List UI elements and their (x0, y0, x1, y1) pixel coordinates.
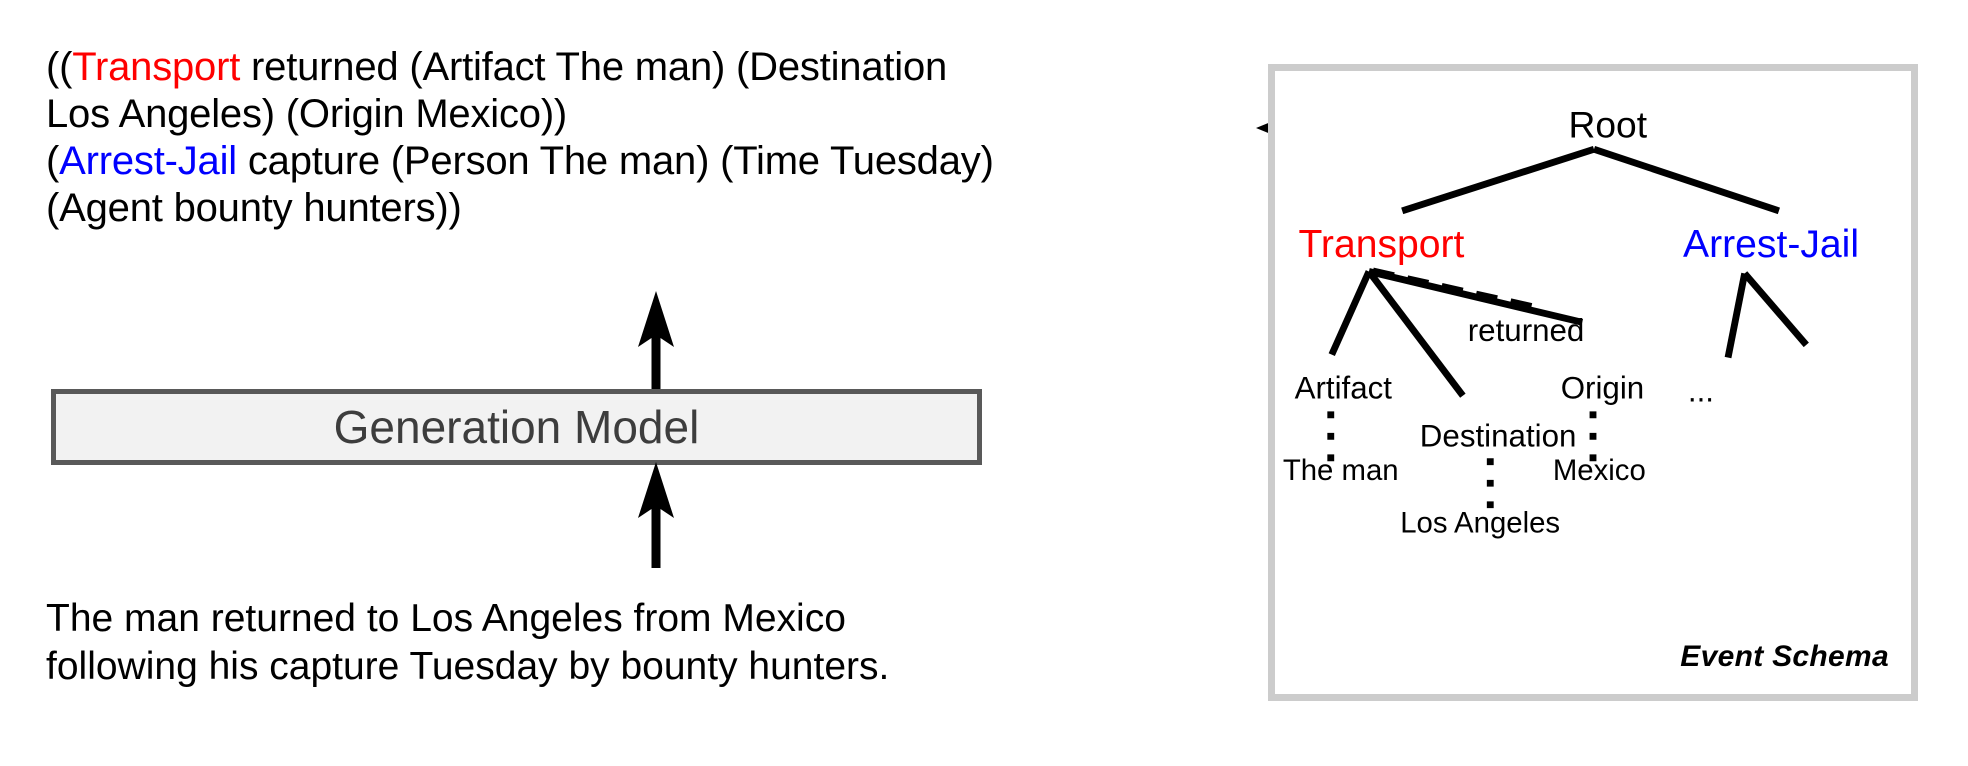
schema-node-arg-the-man: The man (1283, 454, 1399, 487)
event-schema-caption: Event Schema (1680, 640, 1889, 673)
edge-root-transport (1401, 145, 1596, 215)
schema-node-arg-mexico: Mexico (1553, 454, 1646, 487)
event-type-arrest-jail-token: Arrest-Jail (59, 139, 237, 183)
output-segment-1: returned (Artifact The man) (Destination… (46, 45, 948, 183)
schema-node-arg-los-angeles: Los Angeles (1400, 507, 1560, 540)
generation-model-label: Generation Model (333, 401, 700, 453)
event-schema-tree: Root Transport Arrest-Jail returned Arti… (1283, 104, 1859, 540)
paren-open: (( (46, 45, 73, 89)
arrow-model-to-output-icon (638, 291, 674, 391)
generation-model-box[interactable]: Generation Model (51, 389, 982, 465)
output-segment-2: capture (Person The man) (Time Tuesday) … (46, 139, 1005, 230)
schema-node-role-destination: Destination (1420, 419, 1577, 454)
edge-transport-trigger (1371, 267, 1541, 313)
edge-arrestjail-child-left (1724, 272, 1749, 359)
edge-root-arrestjail (1592, 145, 1780, 215)
event-schema-panel: Root Transport Arrest-Jail returned Arti… (1268, 64, 1918, 701)
edge-transport-artifact (1328, 270, 1373, 357)
event-type-transport-token: Transport (72, 45, 241, 89)
arrow-input-to-model-icon (638, 462, 674, 568)
schema-node-role-artifact: Artifact (1295, 371, 1393, 406)
schema-node-arrest-jail: Arrest-Jail (1683, 223, 1859, 266)
schema-node-trigger-returned: returned (1468, 313, 1585, 348)
schema-node-transport: Transport (1298, 223, 1464, 266)
schema-node-role-origin: Origin (1561, 371, 1645, 406)
schema-node-root: Root (1569, 104, 1648, 146)
schema-node-ellipsis: ... (1688, 374, 1714, 409)
generated-output-text: ((Transport returned (Artifact The man) … (46, 44, 996, 232)
edge-transport-destination (1366, 269, 1466, 398)
edge-arrestjail-child-right (1742, 271, 1809, 348)
input-sentence-text: The man returned to Los Angeles from Mex… (46, 597, 890, 688)
